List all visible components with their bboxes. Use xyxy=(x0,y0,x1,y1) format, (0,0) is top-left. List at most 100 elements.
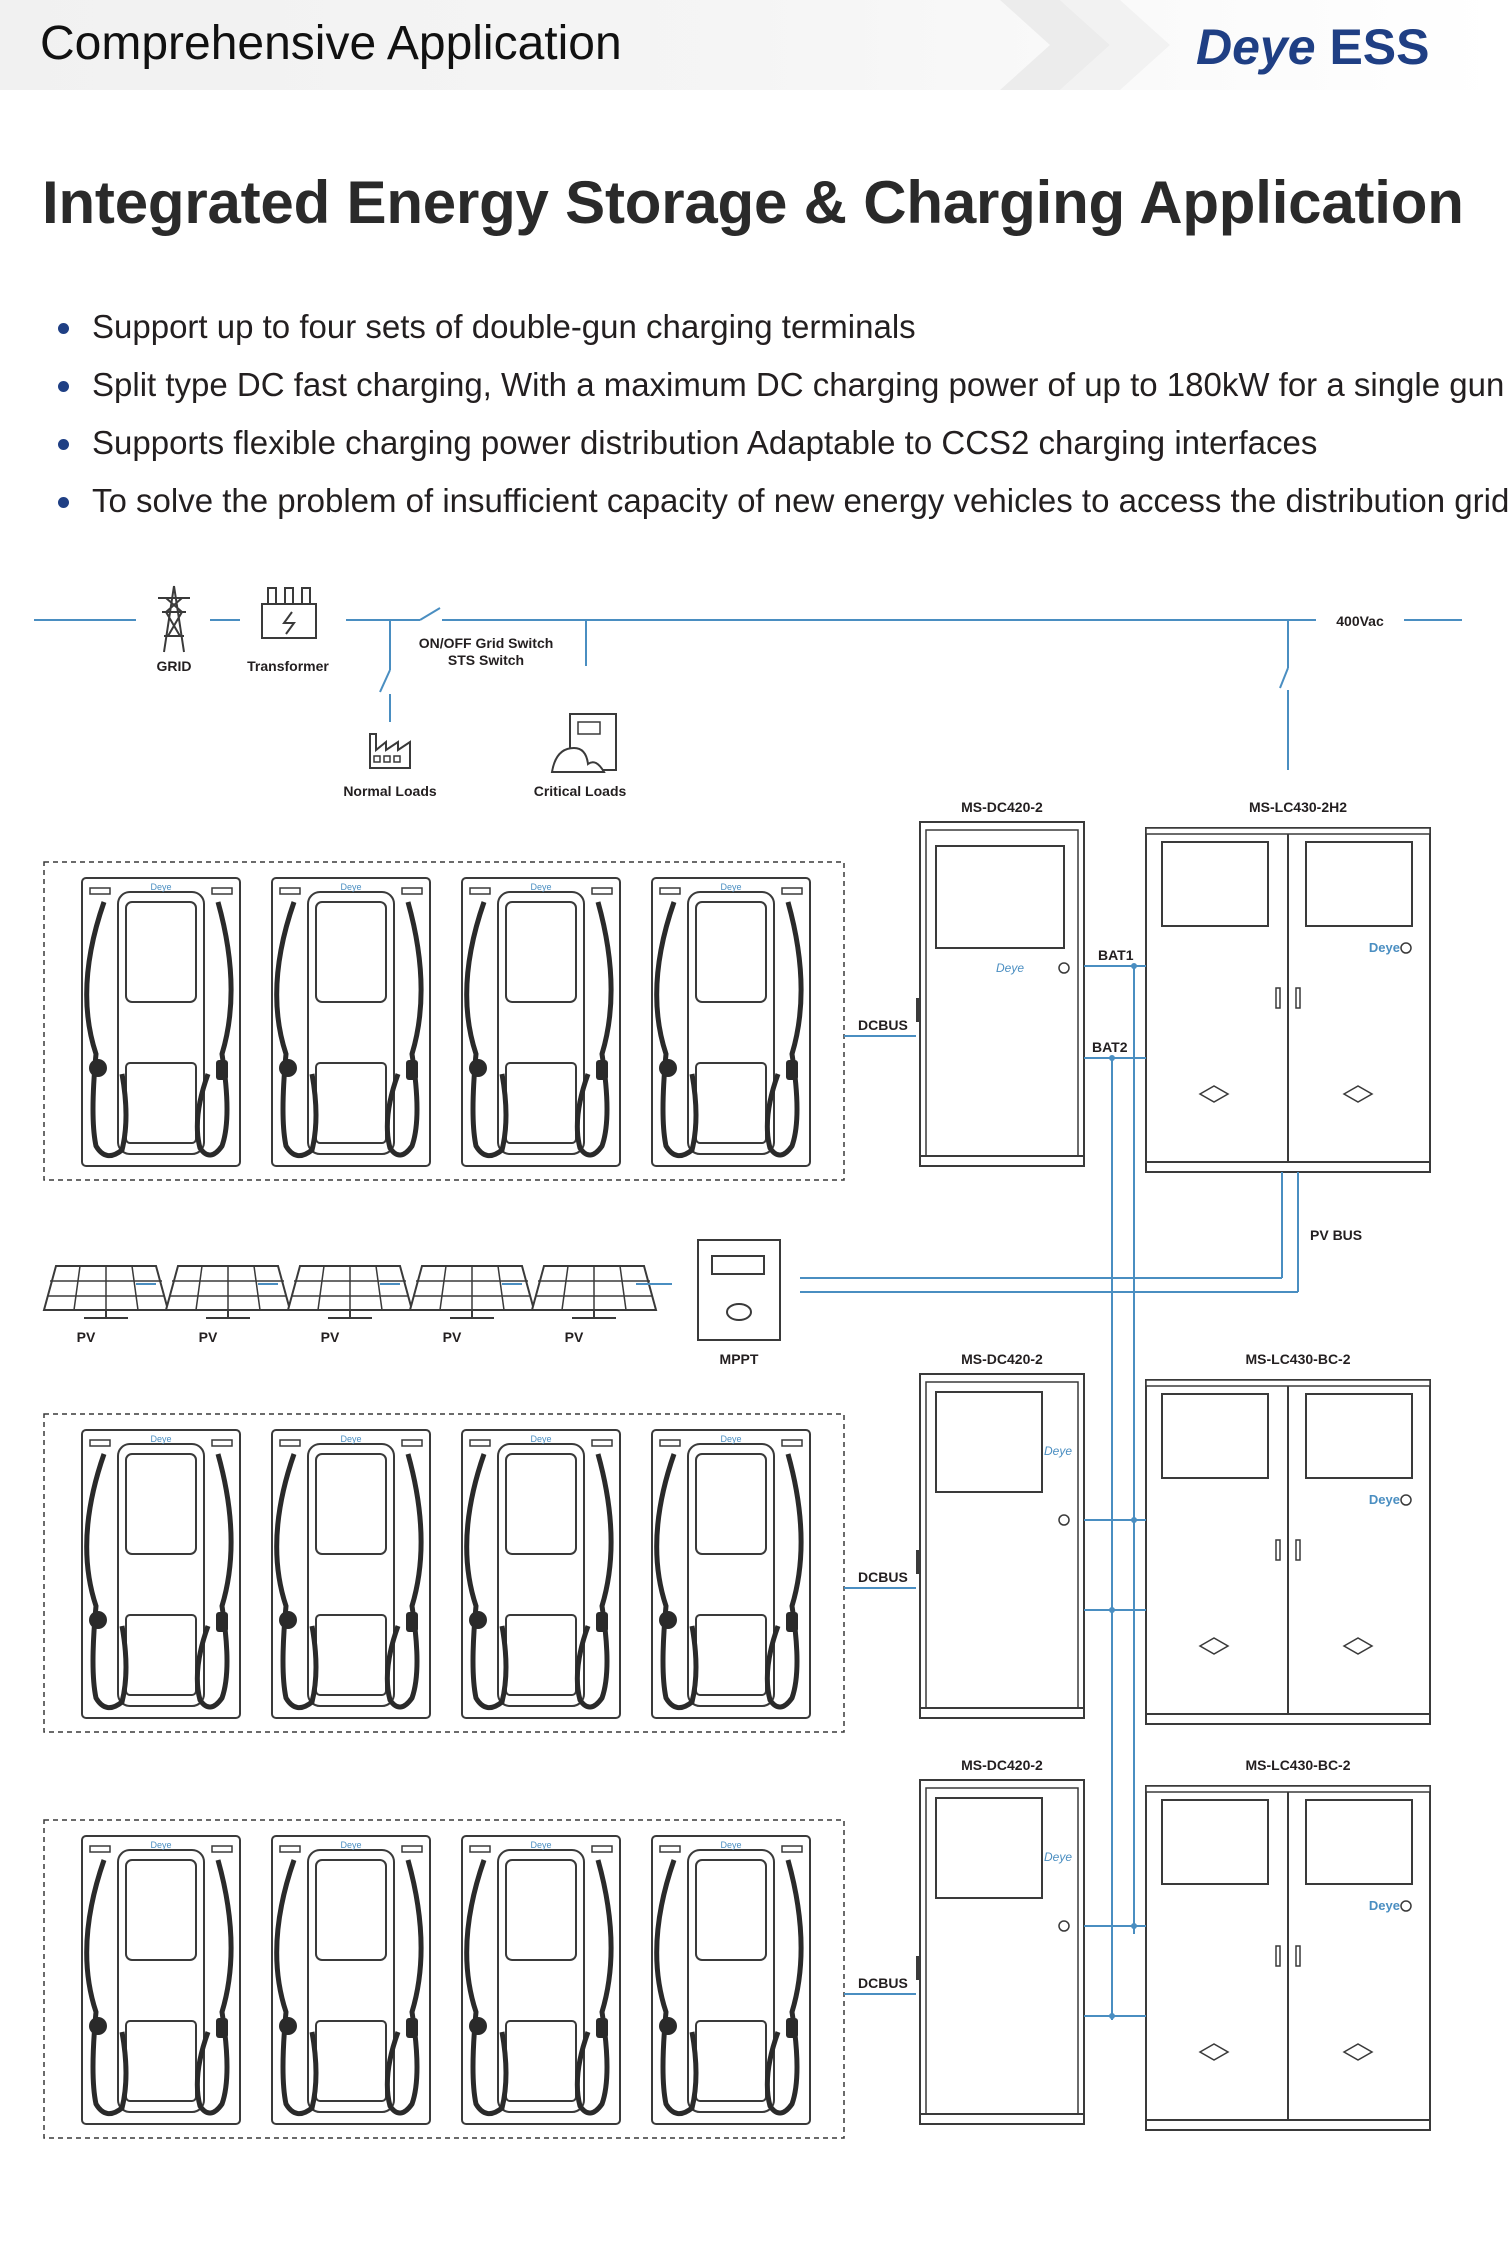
charging-terminal xyxy=(272,878,430,1166)
page-title: Integrated Energy Storage & Charging App… xyxy=(42,169,1464,236)
section-title: Comprehensive Application xyxy=(40,17,622,70)
lc-cabinet-model: MS-LC430-BC-2 xyxy=(1245,1351,1350,1367)
pv-label: PV xyxy=(321,1329,340,1345)
grid-line xyxy=(419,607,441,621)
grid-label: GRID xyxy=(157,658,192,674)
charger-brand: Deye xyxy=(720,882,741,892)
lc-cabinet-model: MS-LC430-BC-2 xyxy=(1245,1757,1350,1773)
bat2-label: BAT2 xyxy=(1092,1039,1128,1055)
critical-loads-label: Critical Loads xyxy=(534,783,627,799)
lc-cabinet xyxy=(1145,1785,1431,2131)
lc-cabinet-brand: Deye xyxy=(1369,1492,1400,1507)
charging-terminal xyxy=(272,1836,430,2124)
charger-brand: Deye xyxy=(530,1840,551,1850)
dc-cabinet xyxy=(915,1779,1085,2125)
charger-brand: Deye xyxy=(150,1434,171,1444)
charger-brand: Deye xyxy=(530,1434,551,1444)
logo-brand: Deye xyxy=(1196,19,1316,75)
lc-cabinet xyxy=(1145,1379,1431,1725)
charger-group-2 xyxy=(43,1413,845,1733)
lc-cabinet-brand: Deye xyxy=(1369,1898,1400,1913)
feature-item: Supports flexible charging power distrib… xyxy=(58,414,1509,472)
lc-cabinet xyxy=(1145,827,1431,1173)
switch-label-2: STS Switch xyxy=(448,652,524,668)
factory-icon xyxy=(369,733,411,769)
bus-node xyxy=(1131,963,1137,969)
dcbus-label: DCBUS xyxy=(858,1975,908,1991)
feature-item: Split type DC fast charging, With a maxi… xyxy=(58,356,1509,414)
charging-terminal xyxy=(652,878,810,1166)
dc-cabinet-screen xyxy=(935,845,1065,949)
charger-brand: Deye xyxy=(340,1840,361,1850)
grid-tower-icon xyxy=(158,585,190,653)
bus-node xyxy=(1109,1607,1115,1613)
dc-cabinet-screen xyxy=(935,1391,1043,1493)
pv-panel xyxy=(409,1265,535,1319)
switch-label-1: ON/OFF Grid Switch xyxy=(419,635,554,651)
critical-load-icon xyxy=(550,713,617,773)
charger-group-3 xyxy=(43,1819,845,2139)
dcbus-label: DCBUS xyxy=(858,1569,908,1585)
charger-brand: Deye xyxy=(530,882,551,892)
voltage-label: 400Vac xyxy=(1336,613,1384,629)
logo-suffix: ESS xyxy=(1329,19,1430,75)
pv-label: PV xyxy=(199,1329,218,1345)
charging-terminal xyxy=(82,1836,240,2124)
feature-item: Support up to four sets of double-gun ch… xyxy=(58,298,1509,356)
dc-cabinet-brand: Deye xyxy=(1044,1444,1072,1458)
charging-terminal xyxy=(652,1836,810,2124)
pv-panel xyxy=(287,1265,413,1319)
charging-terminal xyxy=(462,1430,620,1718)
charging-terminal xyxy=(82,1430,240,1718)
dc-cabinet xyxy=(915,821,1085,1167)
dc-cabinet-model: MS-DC420-2 xyxy=(961,799,1043,815)
dc-cabinet-brand: Deye xyxy=(1044,1850,1072,1864)
charger-brand: Deye xyxy=(150,1840,171,1850)
charger-brand: Deye xyxy=(150,882,171,892)
bus-node xyxy=(1131,1517,1137,1523)
charger-brand: Deye xyxy=(720,1840,741,1850)
normal-loads-label: Normal Loads xyxy=(343,783,437,799)
lc-cabinet-brand: Deye xyxy=(1369,940,1400,955)
normal-load-line xyxy=(379,669,391,693)
dc-cabinet-model: MS-DC420-2 xyxy=(961,1757,1043,1773)
bus-node xyxy=(1109,2013,1115,2019)
pv-label: PV xyxy=(565,1329,584,1345)
feature-list: Support up to four sets of double-gun ch… xyxy=(58,298,1509,530)
charging-terminal xyxy=(272,1430,430,1718)
dcbus-label: DCBUS xyxy=(858,1017,908,1033)
charger-brand: Deye xyxy=(340,1434,361,1444)
pv-panel xyxy=(43,1265,169,1319)
lc-cabinet-model: MS-LC430-2H2 xyxy=(1249,799,1347,815)
pv-bus-label: PV BUS xyxy=(1310,1227,1362,1243)
feature-item: To solve the problem of insufficient cap… xyxy=(58,472,1509,530)
critical-load-line xyxy=(1279,667,1289,689)
charger-group-1 xyxy=(43,861,845,1181)
charging-terminal xyxy=(462,878,620,1166)
bus-node xyxy=(1131,1923,1137,1929)
pv-label: PV xyxy=(77,1329,96,1345)
bus-node xyxy=(1109,1055,1115,1061)
mppt-display xyxy=(711,1255,765,1275)
charging-terminal xyxy=(82,878,240,1166)
system-diagram: GRID Transformer ON/OFF Grid Switch STS … xyxy=(34,585,1462,2139)
header-bar: Comprehensive Application Deye ESS xyxy=(0,0,1500,90)
pv-label: PV xyxy=(443,1329,462,1345)
bat1-label: BAT1 xyxy=(1098,947,1134,963)
charging-terminal xyxy=(462,1836,620,2124)
pv-panel xyxy=(531,1265,657,1319)
dc-cabinet xyxy=(915,1373,1085,1719)
pv-panel xyxy=(165,1265,291,1319)
dc-cabinet-screen xyxy=(935,1797,1043,1899)
transformer-label: Transformer xyxy=(247,658,329,674)
charger-brand: Deye xyxy=(720,1434,741,1444)
charging-terminal xyxy=(652,1430,810,1718)
dc-cabinet-brand: Deye xyxy=(996,961,1024,975)
mppt-knob xyxy=(726,1303,752,1321)
deye-ess-logo: Deye ESS xyxy=(1196,18,1430,76)
charger-brand: Deye xyxy=(340,882,361,892)
dc-cabinet-model: MS-DC420-2 xyxy=(961,1351,1043,1367)
transformer-icon xyxy=(261,587,317,639)
mppt-label: MPPT xyxy=(720,1351,759,1367)
chevron-decoration xyxy=(1000,0,1170,90)
